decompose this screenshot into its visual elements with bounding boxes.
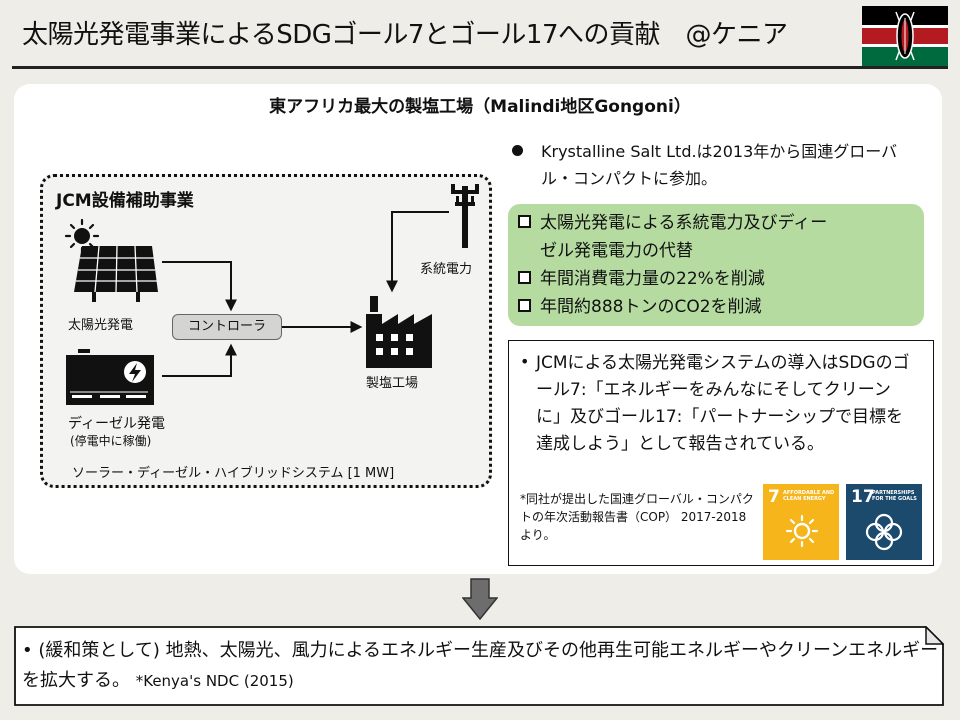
sdg17-number: 17 bbox=[851, 487, 875, 507]
factory-icon bbox=[366, 296, 432, 368]
ndc-text: • (緩和策として) 地熱、太陽光、風力によるエネルギー生産及びその他再生可能エ… bbox=[22, 636, 942, 696]
effect-item: 年間消費電力量の22%を削減 bbox=[540, 269, 765, 289]
sdg7-text: AFFORDABLE AND CLEAN ENERGY bbox=[783, 490, 835, 502]
power-pole-icon bbox=[451, 184, 479, 248]
sdg17-text: PARTNERSHIPS FOR THE GOALS bbox=[872, 490, 917, 502]
partnership-rings-icon bbox=[865, 513, 903, 551]
diesel-sublabel: (停電中に稼働) bbox=[70, 434, 152, 448]
factory-label: 製塩工場 bbox=[366, 376, 419, 391]
jcm-title: JCM設備補助事業 bbox=[56, 191, 194, 211]
bullet-icon bbox=[512, 145, 523, 156]
page-title: 太陽光発電事業によるSDGゴール7とゴール17への貢献 @ケニア bbox=[22, 20, 788, 50]
solar-panel-icon bbox=[74, 245, 158, 302]
down-arrow-icon bbox=[462, 578, 498, 620]
diesel-label: ディーゼル発電 bbox=[68, 416, 166, 432]
ndc-source: *Kenya's NDC (2015) bbox=[135, 672, 294, 690]
effect-item: ゼル発電電力の代替 bbox=[540, 241, 693, 261]
sun-icon bbox=[785, 514, 819, 548]
sdg17-icon: 17 PARTNERSHIPS FOR THE GOALS bbox=[846, 484, 922, 560]
controller-box: コントローラ bbox=[172, 314, 282, 340]
checkbox-icon bbox=[518, 271, 531, 284]
cop-note: *同社が提出した国連グローバル・コンパクトの年次活動報告書（COP） 2017-… bbox=[520, 492, 754, 542]
ndc-statement: (緩和策として) 地熱、太陽光、風力によるエネルギー生産及びその他再生可能エネル… bbox=[22, 640, 939, 691]
sdg7-number: 7 bbox=[768, 487, 780, 507]
system-label: ソーラー・ディーゼル・ハイブリッドシステム [1 MW] bbox=[72, 466, 395, 481]
krystalline-note: Krystalline Salt Ltd.は2013年から国連グローバル・コンパ… bbox=[541, 142, 898, 188]
grid-label: 系統電力 bbox=[420, 262, 473, 277]
bullet-icon: • bbox=[520, 352, 530, 371]
bullet-icon: • bbox=[22, 640, 33, 661]
header-divider bbox=[12, 66, 948, 69]
checkbox-icon bbox=[518, 299, 531, 312]
diesel-generator-icon bbox=[66, 349, 154, 405]
kenya-flag-icon bbox=[862, 6, 948, 66]
sdg7-icon: 7 AFFORDABLE AND CLEAN ENERGY bbox=[763, 484, 839, 560]
effect-item: 年間約888トンのCO2を削減 bbox=[540, 297, 762, 317]
solar-label: 太陽光発電 bbox=[68, 318, 134, 333]
factory-title: 東アフリカ最大の製塩工場（Malindi地区Gongoni） bbox=[269, 97, 691, 117]
effects-box: 太陽光発電による系統電力及びディー ゼル発電電力の代替 年間消費電力量の22%を… bbox=[508, 204, 924, 326]
ndc-box bbox=[14, 626, 944, 706]
jcm-note: JCMによる太陽光発電システムの導入はSDGのゴール7:「エネルギーをみんなにそ… bbox=[536, 353, 910, 454]
checkbox-icon bbox=[518, 215, 531, 228]
effect-item: 太陽光発電による系統電力及びディー bbox=[540, 213, 828, 233]
